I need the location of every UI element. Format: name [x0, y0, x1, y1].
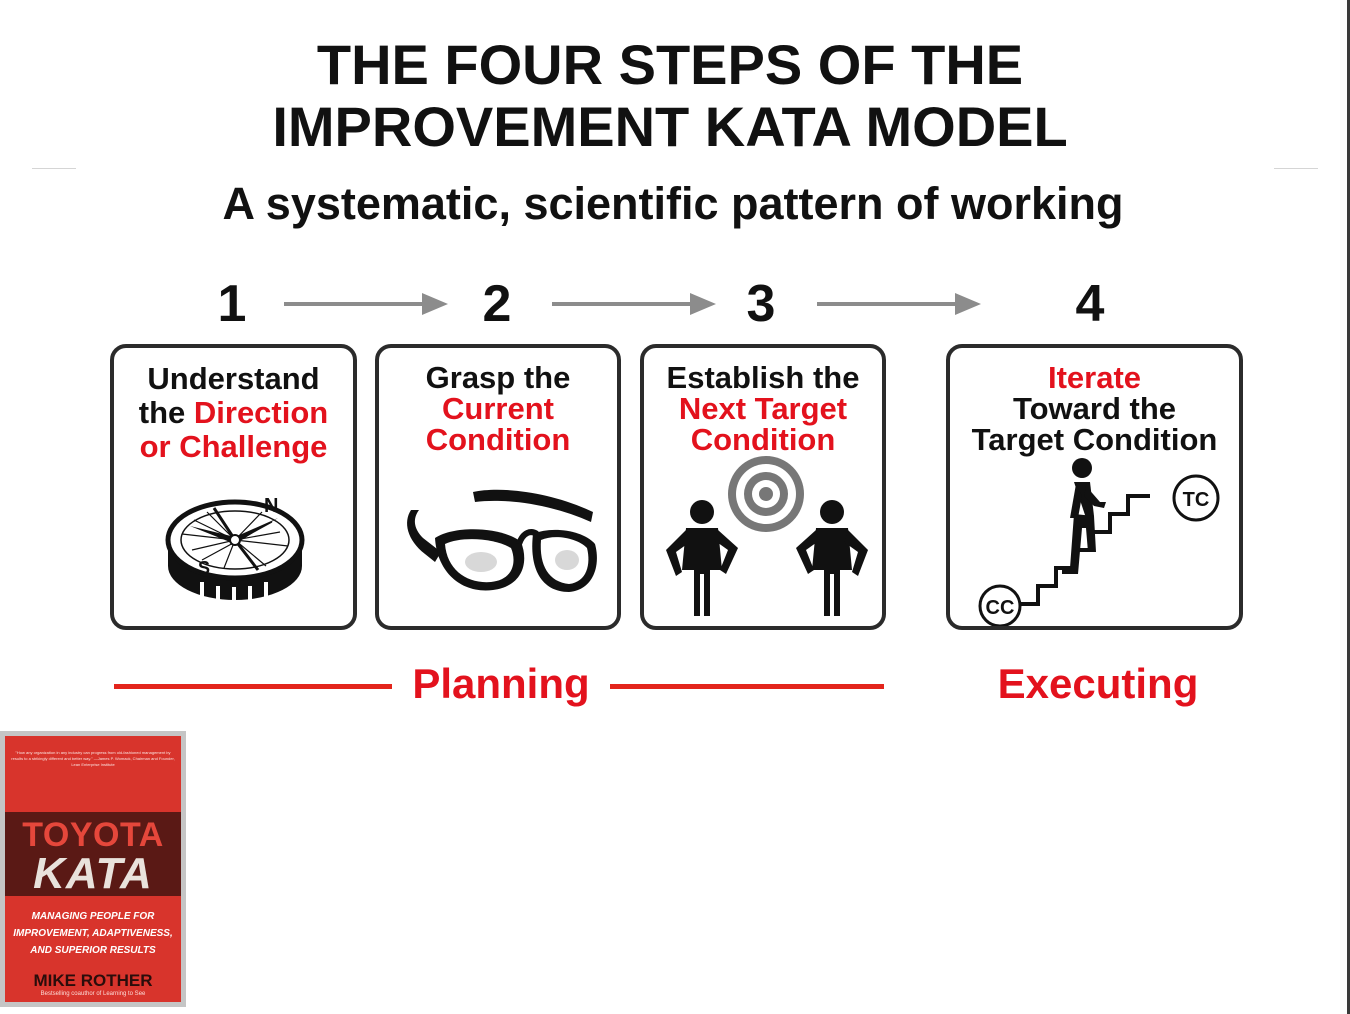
step-2-line-3: Condition — [425, 422, 571, 457]
step-1-line-3: or Challenge — [139, 429, 328, 464]
step-1-label: Understand the Direction or Challenge — [114, 362, 353, 464]
book-tagline-1: MANAGING PEOPLE FOR — [31, 911, 155, 922]
target-icon — [728, 456, 804, 532]
step-number-4: 4 — [1075, 275, 1105, 333]
step-2-line-2: Current — [442, 391, 554, 426]
book-byline: Bestselling coauthor of Learning to See — [40, 991, 146, 997]
current-condition-label: CC — [986, 597, 1015, 619]
divider-right — [1274, 168, 1318, 169]
step-4-line-3: Target Condition — [971, 422, 1218, 457]
compass-icon: N S — [165, 495, 305, 605]
slide-edge — [1347, 0, 1350, 1014]
book-author: MIKE ROTHER — [33, 971, 153, 990]
arrow-1-to-2 — [284, 293, 448, 315]
book-title-line-1: TOYOTA — [22, 816, 164, 854]
book-tagline-2: IMPROVEMENT, ADAPTIVENESS, — [13, 928, 173, 939]
arrow-2-to-3 — [552, 293, 716, 315]
compass-south-label: S — [198, 558, 210, 578]
page-title: THE FOUR STEPS OF THE IMPROVEMENT KATA M… — [0, 34, 1340, 158]
step-4-label: Iterate Toward the Target Condition — [950, 362, 1239, 455]
person-left-icon — [666, 500, 738, 616]
step-4-line-2: Toward the — [1012, 391, 1177, 426]
book-title-band — [5, 812, 181, 896]
book-tagline-3: AND SUPERIOR RESULTS — [30, 945, 156, 956]
step-number-2: 2 — [482, 275, 512, 333]
compass-north-label: N — [264, 495, 278, 517]
book-cover-art: "How any organization in any industry ca… — [5, 736, 181, 1002]
step-card-2: Grasp the Current Condition — [375, 344, 621, 630]
executing-label: Executing — [997, 660, 1199, 707]
book-title-line-2: KATA — [33, 849, 153, 898]
step-card-1: Understand the Direction or Challenge N … — [110, 344, 357, 630]
title-line-2: IMPROVEMENT KATA MODEL — [272, 95, 1068, 158]
target-and-people-icon — [666, 456, 868, 616]
book-tagline: MANAGING PEOPLE FOR IMPROVEMENT, ADAPTIV… — [9, 908, 177, 959]
step-1-line-2b: Direction — [193, 395, 329, 430]
step-number-1: 1 — [217, 275, 247, 333]
divider-left — [32, 168, 76, 169]
planning-bar-right — [610, 684, 884, 689]
target-condition-badge: TC — [1172, 474, 1220, 522]
staircase-icon: CC TC — [978, 458, 1220, 626]
person-right-icon — [796, 500, 868, 616]
book-blurb: "How any organization in any industry ca… — [11, 750, 175, 767]
target-condition-label: TC — [1183, 489, 1210, 511]
step-3-line-3: Condition — [690, 422, 836, 457]
step-card-3: Establish the Next Target Condition — [640, 344, 886, 630]
step-card-4: Iterate Toward the Target Condition CC T… — [946, 344, 1243, 630]
step-2-label: Grasp the Current Condition — [379, 362, 617, 455]
subtitle: A systematic, scientific pattern of work… — [222, 178, 1124, 229]
step-3-label: Establish the Next Target Condition — [644, 362, 882, 455]
step-number-3: 3 — [746, 275, 776, 333]
step-1-line-2a: the — [138, 395, 194, 430]
title-line-1: THE FOUR STEPS OF THE — [316, 33, 1024, 96]
step-1-line-1: Understand — [147, 361, 320, 396]
step-3-line-2: Next Target — [678, 391, 848, 426]
arrow-3-to-4 — [817, 293, 981, 315]
step-3-line-1: Establish the — [666, 360, 860, 395]
step-2-line-1: Grasp the — [425, 360, 571, 395]
glasses-icon — [407, 489, 597, 592]
step-4-line-1: Iterate — [1047, 360, 1142, 395]
book-cover: "How any organization in any industry ca… — [0, 731, 186, 1007]
planning-bar-left — [114, 684, 392, 689]
planning-label: Planning — [412, 660, 590, 707]
current-condition-badge: CC — [978, 584, 1022, 626]
climbing-person-icon — [1062, 458, 1106, 574]
